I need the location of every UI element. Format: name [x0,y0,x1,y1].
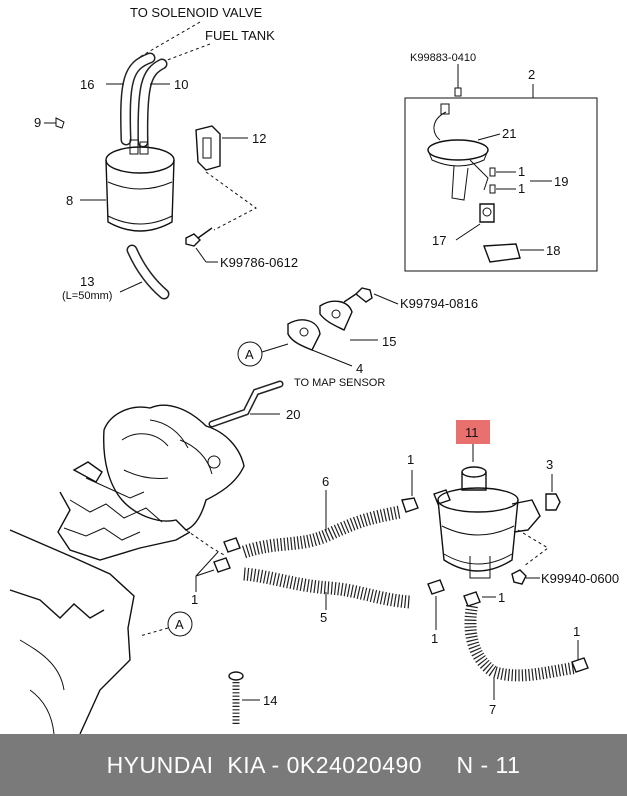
callout-1-hose-c: 1 [573,624,580,639]
callout-4: 4 [356,361,363,376]
callout-6: 6 [322,474,329,489]
footer-bar: HYUNDAI KIA - 0K24020490 N - 11 [0,734,627,796]
fuel-pump-box: K99883-0410 2 21 1 1 19 17 18 [404,52,598,272]
part-k99786-0612: K99786-0612 [220,255,298,270]
label-length-13: (L=50mm) [62,290,112,302]
callout-9: 9 [34,115,41,130]
label-to-map-sensor: TO MAP SENSOR [294,377,385,389]
parts-diagram: TO SOLENOID VALVE FUEL TANK 16 10 9 8 13… [9,5,619,734]
callout-2: 2 [528,67,535,82]
ref-a-top: A [245,347,254,362]
callout-7: 7 [489,702,496,717]
canister-assembly: TO SOLENOID VALVE FUEL TANK 16 10 9 8 13… [34,5,275,302]
callout-12: 12 [252,131,266,146]
callout-21: 21 [502,126,516,141]
fuel-filter-11: 11 3 K99940-0600 [433,420,619,586]
bracket-12: 12 K99786-0612 [185,125,298,270]
footer-caption: HYUNDAI KIA - 0K24020490 N - 11 [106,751,521,778]
part-k99940-0600: K99940-0600 [541,571,619,586]
part-k99794-0816: K99794-0816 [400,296,478,311]
callout-11: 11 [465,425,479,440]
label-fuel-tank: FUEL TANK [205,28,275,43]
engine-block [9,404,245,734]
callout-18: 18 [546,243,560,258]
pump-inset-frame [404,97,598,272]
callout-16: 16 [80,77,94,92]
label-to-solenoid-valve: TO SOLENOID VALVE [130,5,263,20]
callout-1-pump-b: 1 [518,181,525,196]
callout-1-pump-a: 1 [518,164,525,179]
fuel-hose-7: 1 1 7 1 [427,579,589,717]
callout-13: 13 [80,274,94,289]
callout-8: 8 [66,193,73,208]
callout-1-left: 1 [191,592,198,607]
callout-20: 20 [286,407,300,422]
bolt-14: 14 [228,671,277,726]
callout-19: 19 [554,174,568,189]
callout-17: 17 [432,233,446,248]
callout-14: 14 [263,693,277,708]
fuel-hoses: 6 5 1 1 A [139,452,419,637]
callout-11-highlight [456,420,490,444]
clamp-group: K99794-0816 15 A 4 [237,287,478,376]
callout-1-hose-a: 1 [431,631,438,646]
callout-3: 3 [546,457,553,472]
callout-1-hose-top: 1 [407,452,414,467]
callout-5: 5 [320,610,327,625]
map-tube: TO MAP SENSOR 20 [208,377,385,428]
callout-10: 10 [174,77,188,92]
ref-a-bottom: A [175,617,184,632]
callout-1-hose-b: 1 [498,590,505,605]
callout-15: 15 [382,334,396,349]
part-k99883-0410: K99883-0410 [410,52,476,64]
